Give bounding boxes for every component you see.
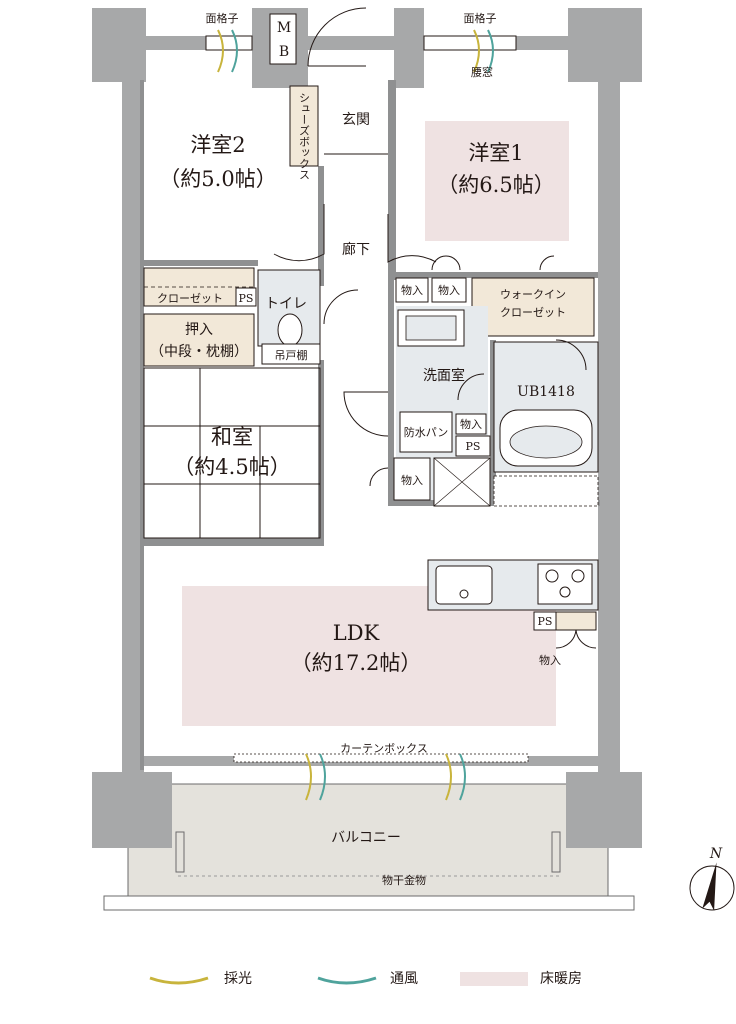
ps-kitchen-label: PS	[538, 615, 553, 628]
ps-closet-label: PS	[239, 292, 254, 305]
oshiire-detail: （中段・枕棚）	[150, 344, 248, 360]
ps-closet-box	[235, 287, 257, 307]
floor-heating-western1	[425, 121, 569, 241]
toilet-bowl	[277, 313, 303, 347]
burner-2	[571, 569, 585, 583]
japanese-name: 和室	[211, 425, 253, 449]
wic-label-line2: クローゼット	[500, 306, 566, 319]
burner-1	[545, 569, 559, 583]
closet-label: クローゼット	[157, 292, 223, 305]
waterproof-pan-label: 防水パン	[404, 425, 449, 439]
balcony-railing	[103, 895, 635, 911]
north-arrow-icon	[702, 862, 717, 911]
storage1-label: 物入	[401, 283, 423, 297]
ldk-name: LDK	[333, 621, 380, 645]
floor-heating-legend-swatch	[460, 972, 528, 986]
balcony-label: バルコニー	[331, 830, 401, 846]
ventilation-legend-icon	[317, 976, 377, 985]
ub-label: UB1418	[517, 384, 575, 400]
sink-drain	[459, 589, 469, 599]
storage-wash-label: 物入	[460, 417, 482, 431]
kitchen-sink	[435, 565, 493, 605]
compass-circle	[689, 865, 735, 911]
airflow-arrows	[217, 29, 494, 801]
curtain-box	[233, 753, 529, 763]
storage-hall-label: 物入	[401, 473, 423, 487]
legend-ventilation: 通風	[390, 971, 418, 987]
wic-label-line1: ウォークイン	[500, 288, 566, 301]
hanging-shelf-box	[261, 343, 321, 365]
storage-wash-box	[455, 413, 487, 435]
ldk-size: （約17.2帖）	[291, 651, 422, 675]
bathtub-inner	[509, 425, 583, 459]
balcony-floor	[127, 783, 609, 897]
daylight-legend-icon	[149, 976, 209, 985]
waist-window-label: 腰窓	[471, 65, 493, 79]
japanese-size: （約4.5帖）	[173, 455, 290, 479]
balcony-fixture-left	[175, 831, 185, 873]
ceiling-storage-cross-b	[433, 457, 491, 507]
mb-label-m: M	[277, 20, 291, 36]
storage-kitchen-box	[555, 611, 597, 631]
mb-label-b: B	[279, 44, 289, 60]
lattice-right-label: 面格子	[464, 11, 497, 25]
legend-daylight: 採光	[224, 971, 252, 987]
stove	[537, 563, 593, 605]
storage2-label: 物入	[438, 283, 460, 297]
western2-name: 洋室2	[190, 133, 245, 157]
washroom-label: 洗面室	[423, 367, 465, 384]
burner-3	[559, 586, 571, 598]
oshiire-label: 押入	[185, 322, 213, 338]
north-label: N	[709, 846, 723, 862]
doors	[273, 7, 597, 649]
entrance-label: 玄関	[342, 111, 370, 128]
basin-bowl	[405, 315, 457, 341]
mb-box	[269, 13, 297, 65]
storage-kitchen-label: 物入	[539, 653, 561, 667]
ps-wash-label: PS	[466, 440, 481, 453]
north-compass: N	[689, 846, 735, 911]
shoe-box-label: シューズボックス	[298, 92, 311, 180]
kitchen-upper-cabinet	[493, 475, 599, 507]
storage-hall-box	[393, 457, 431, 501]
lattice-left-label: 面格子	[206, 11, 239, 25]
curtain-box-label: カーテンボックス	[340, 742, 428, 755]
western1-name: 洋室1	[468, 141, 523, 165]
balcony-fixture-right	[551, 831, 561, 873]
toilet-label: トイレ	[265, 296, 307, 312]
ps-wash-box	[455, 435, 491, 457]
waterproof-pan-box	[399, 411, 453, 453]
oshiire	[143, 313, 255, 367]
western2-size: （約5.0帖）	[159, 167, 276, 191]
hanging-shelf-label: 吊戸棚	[275, 348, 308, 362]
shoe-box	[289, 85, 319, 167]
clothes-hanger-label: 物干金物	[382, 873, 426, 887]
legend-floor-heating: 床暖房	[540, 971, 582, 987]
tatami-mats	[143, 367, 321, 539]
western1-size: （約6.5帖）	[437, 173, 554, 197]
storage-box-2	[431, 277, 467, 303]
legend: 採光 通風 床暖房	[149, 971, 582, 987]
storage-box-1	[395, 277, 429, 303]
corridor-label: 廊下	[342, 241, 370, 258]
